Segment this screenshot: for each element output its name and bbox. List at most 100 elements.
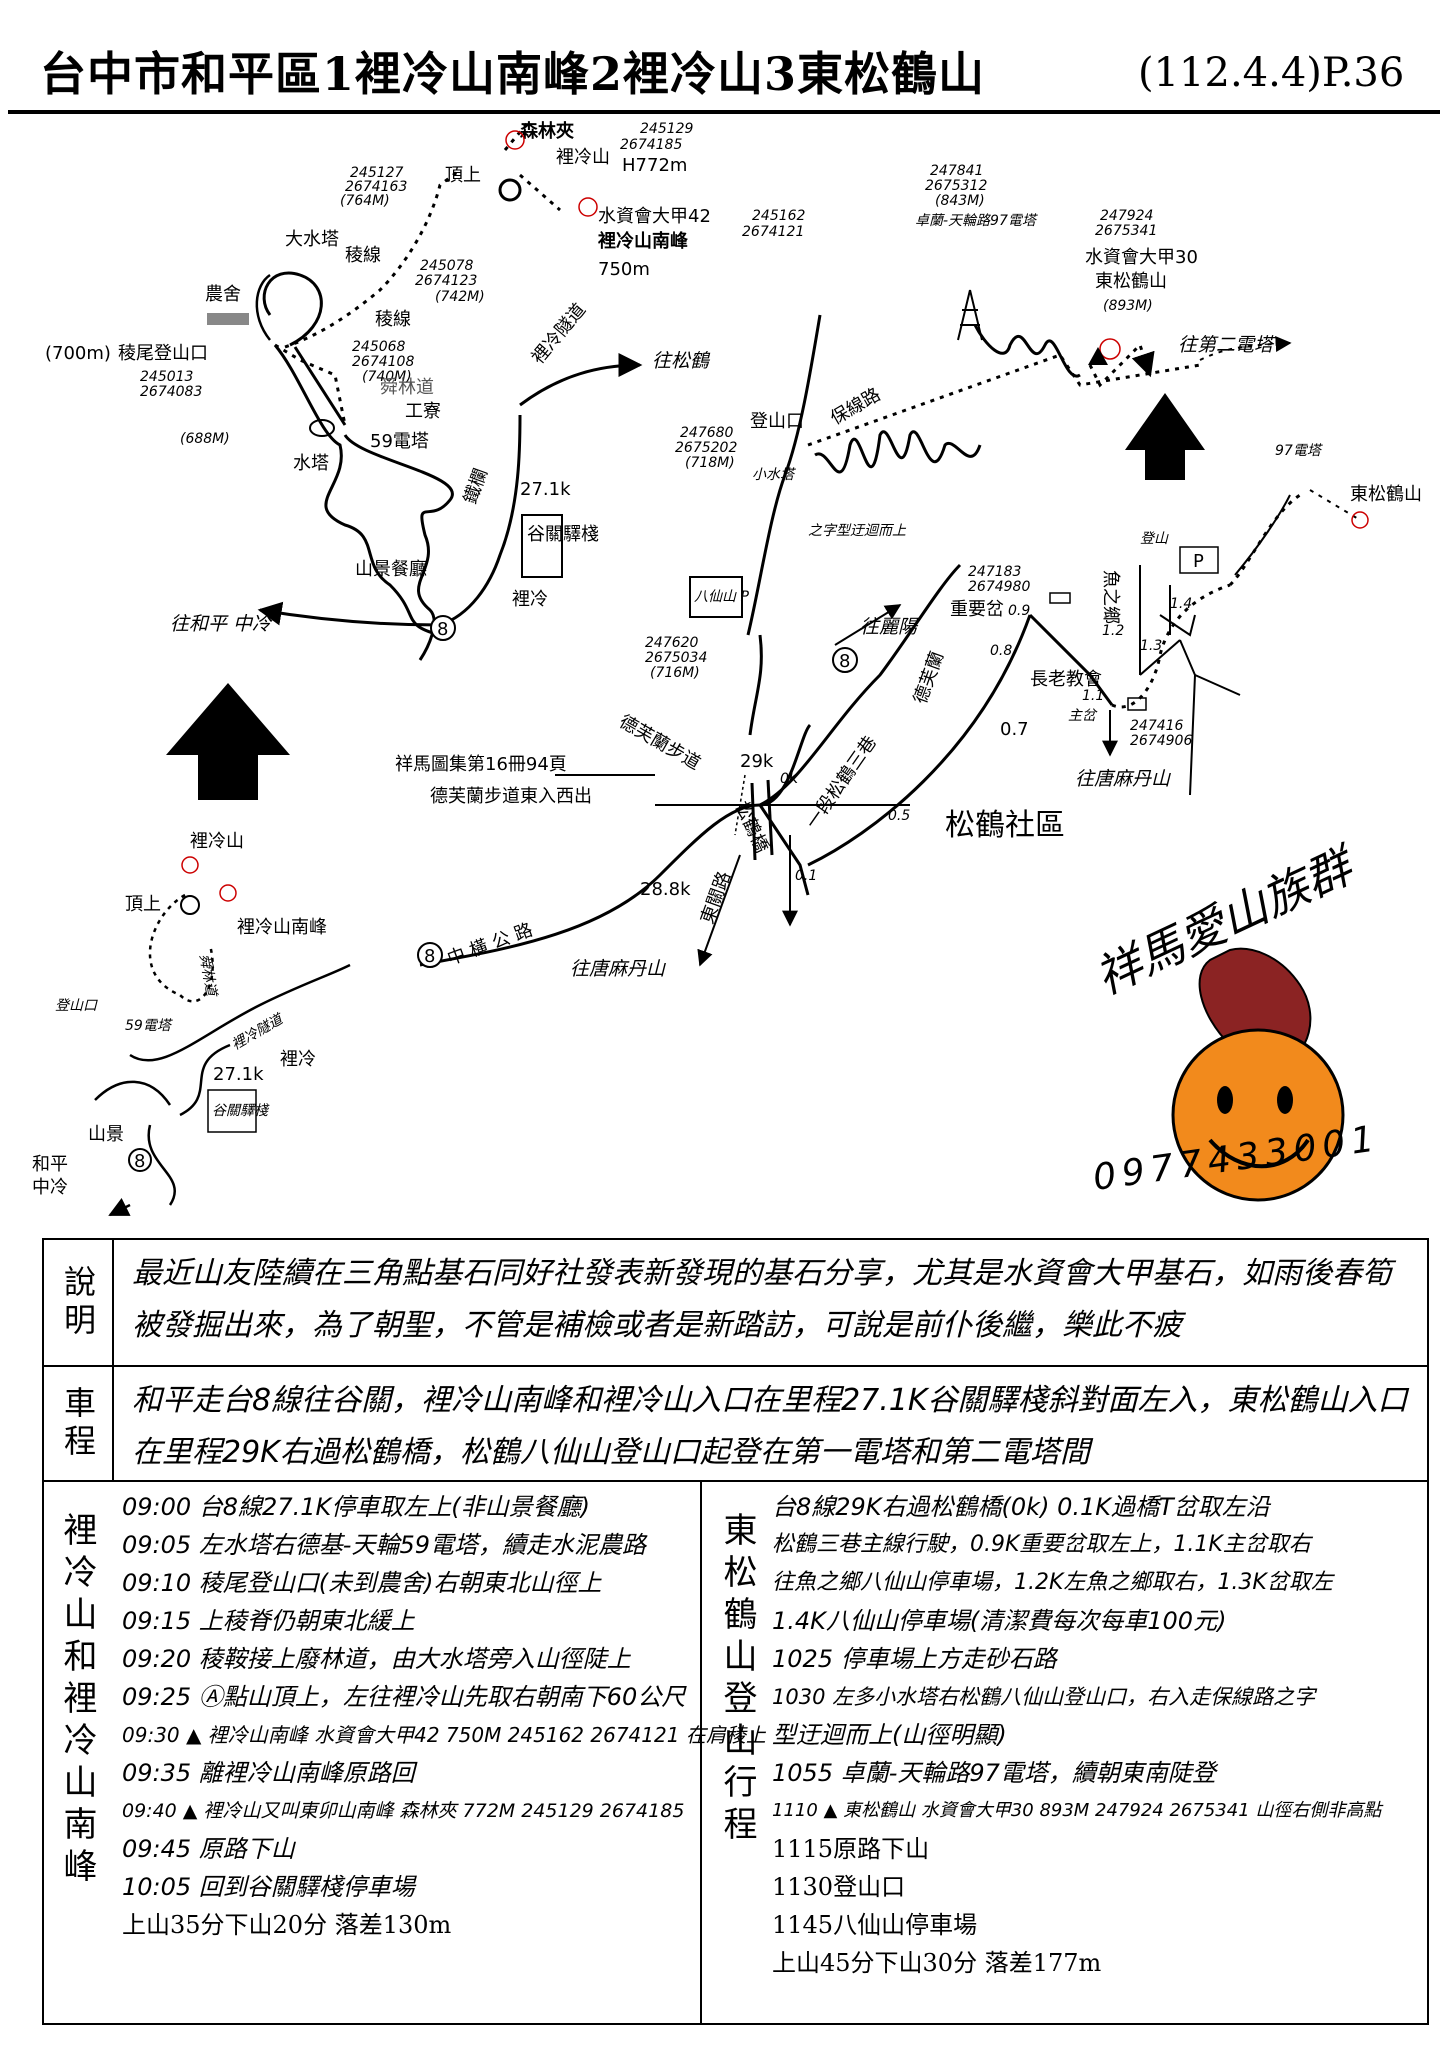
work-shed: 工寮: [405, 401, 441, 422]
baxian-trail: 登山: [1140, 531, 1169, 547]
east-peak-label: 東松鶴山: [1350, 484, 1422, 505]
km14: 1.4: [1170, 596, 1192, 612]
peak2-label: 森林夾: [520, 120, 574, 142]
iron-fence: 鐵欄: [460, 466, 492, 507]
tower97: 97電塔: [1275, 443, 1323, 459]
km11: 1.1: [1082, 688, 1104, 704]
peak1-name: 裡冷山南峰: [597, 230, 689, 252]
info-table: 說明 最近山友陸續在三角點基石同好社發表新發現的基石分享，尤其是水資會大甲基石，…: [42, 1238, 1429, 2025]
parking-p-box: [1179, 546, 1219, 574]
fork-label: 重要岔: [950, 599, 1004, 620]
forest-road: 舜林道: [380, 377, 434, 398]
north-arrow-left-icon: [166, 683, 290, 800]
inset-to-heping: 和平: [32, 1154, 68, 1175]
songhe-lane: 一段松鶴三巷: [802, 732, 881, 833]
ridge2-coord-3: (740M): [362, 369, 412, 385]
km271: 27.1k: [520, 479, 571, 500]
inset-lileng: 裡冷: [280, 1049, 316, 1070]
to-heping: 往和平 中冷: [170, 613, 273, 635]
songhe-village: 松鶴社區: [945, 808, 1065, 843]
defulan: 德芙蘭: [910, 649, 948, 707]
church-icon: [1049, 592, 1071, 604]
peak3-height: (893M): [1103, 298, 1153, 314]
inset-summit: 頂上: [125, 894, 161, 915]
summit-coord-2: 2674163: [345, 179, 407, 195]
km0: 0K: [780, 771, 800, 787]
to-tower2: 往第二電塔: [1178, 334, 1276, 356]
schedule-right-item: 台8線29K右過松鶴橋(0k) 0.1K過橋T岔取左沿: [772, 1493, 1270, 1521]
schedule-right-item: 1025 停車場上方走砂石路: [772, 1645, 1057, 1673]
start-coord-1: 247680: [680, 425, 734, 441]
inset-km: 27.1k: [213, 1064, 264, 1085]
peak2-coord-1: 245129: [640, 121, 694, 137]
north-arrow-right-icon: [1125, 393, 1205, 480]
schedule-left-item: 09:45 原路下山: [122, 1835, 295, 1863]
summit-coord-1: 245127: [350, 165, 404, 181]
tower59: 59電塔: [370, 431, 429, 452]
inset-restaurant: 山景: [88, 1124, 124, 1145]
schedule-right-plain: 1145八仙山停車場: [772, 1911, 978, 1939]
bridge: 松鶴橋: [730, 798, 772, 856]
page-title: 台中市和平區1裡冷山南峰2裡冷山3東松鶴山: [40, 47, 986, 101]
schedule-left-item: 09:40 ▲ 裡冷山又叫東卯山南峰 森林夾 772M 245129 26741…: [122, 1800, 685, 1822]
schedule-right: 東松鶴山登山行程 台8線29K右過松鶴橋(0k) 0.1K過橋T岔取左沿 松鶴三…: [702, 1482, 1427, 2023]
schedule-left-title: 裡冷山和裡冷山南峰: [57, 1512, 97, 1890]
inset-route8-label: 8: [134, 1151, 145, 1172]
peak3-name: 東松鶴山: [1095, 271, 1167, 292]
tower1-coord-3: (843M): [935, 193, 985, 209]
schedule-left-item: 09:00 台8線27.1K停車取左上(非山景餐廳): [122, 1493, 590, 1521]
restaurant: 山景餐廳: [355, 559, 427, 580]
fish-village-icon: [1127, 697, 1147, 711]
peak1-coord-1: 245162: [752, 208, 806, 224]
tower1-label: 卓蘭-天輪路97電塔: [915, 213, 1038, 229]
peak3-coord-1: 247924: [1100, 208, 1153, 224]
baxian-parking-box: [689, 576, 743, 618]
defulan-trail2: 德芙蘭步道: [616, 711, 704, 774]
water-tower-big: 大水塔: [285, 229, 339, 250]
peak1-coord-2: 2674121: [742, 224, 804, 240]
trailhead-elev: (700m): [45, 343, 111, 364]
summit-label: 頂上: [445, 165, 481, 186]
xiangma-ref: 祥馬圖集第16冊94頁: [395, 754, 567, 775]
trail-name: 保線路: [827, 384, 884, 429]
yu-coord-2: 2674906: [1130, 733, 1192, 749]
schedule-left-summary: 上山35分下山20分 落差130m: [122, 1911, 452, 1939]
schedule-right-title: 東松鶴山登山行程: [717, 1512, 757, 1848]
water-elev: (688M): [180, 431, 230, 447]
yu-coord-1: 247416: [1130, 718, 1184, 734]
inset-station-box: [207, 1089, 257, 1133]
inset-labels: 裡冷山 裡冷山南峰 頂上 登山口 59電塔 舜林道 裡冷隧道 27.1k 裡冷 …: [32, 831, 327, 1198]
schedule-left-item: 09:20 稜鞍接上廢林道，由大水塔旁入山徑陡上: [122, 1645, 631, 1673]
start-coord-2: 2675202: [675, 440, 737, 456]
schedule-left-item: 09:25 Ⓐ點山頂上，左往裡冷山先取右朝南下60公尺: [122, 1683, 686, 1711]
trailhead-coord-1: 245013: [140, 369, 193, 385]
km07: 0.7: [1000, 719, 1029, 740]
schedule-left-item: 09:05 左水塔右德基-天輪59電塔，續走水泥農路: [122, 1531, 646, 1559]
farmhouse: 農舍: [205, 284, 241, 305]
marker-1-icon: [578, 197, 598, 217]
ridge-coord-1: 245078: [420, 258, 474, 274]
marker-2-icon: [505, 130, 525, 150]
dongguan: 東關路: [697, 869, 735, 927]
km288: 28.8k: [640, 879, 691, 900]
schedule-right-plain: 1130登山口: [772, 1873, 906, 1901]
km13: 1.3: [1140, 638, 1162, 654]
marker-3-icon: [1099, 338, 1121, 360]
schedule-right-item: 型迂迴而上(山徑明顯): [772, 1721, 1007, 1749]
route8-label-2: 8: [839, 651, 850, 672]
explanation-label: 說明: [44, 1240, 114, 1365]
km09: 0.9: [1008, 603, 1030, 619]
trail-start: 登山口: [750, 411, 804, 432]
logo: 祥馬愛山族群 0977433001: [1087, 837, 1382, 1202]
east-map-labels: 247841 2675312 (843M) 卓蘭-天輪路97電塔 247924 …: [645, 163, 1276, 681]
ridge-label: 稜線: [375, 309, 411, 330]
upper-left-map: [255, 119, 643, 661]
km08: 0.8: [990, 643, 1012, 659]
schedule-right-plain: 1115原路下山: [772, 1835, 930, 1863]
north-arrows: [166, 393, 1205, 800]
smiley-icon: [1171, 1028, 1345, 1202]
ridge-coord-3: (742M): [435, 289, 485, 305]
to-songhe: 往松鶴: [652, 350, 711, 372]
schedule-left-list: 09:00 台8線27.1K停車取左上(非山景餐廳) 09:05 左水塔右德基-…: [122, 1488, 766, 1944]
km29: 29k: [740, 751, 774, 772]
